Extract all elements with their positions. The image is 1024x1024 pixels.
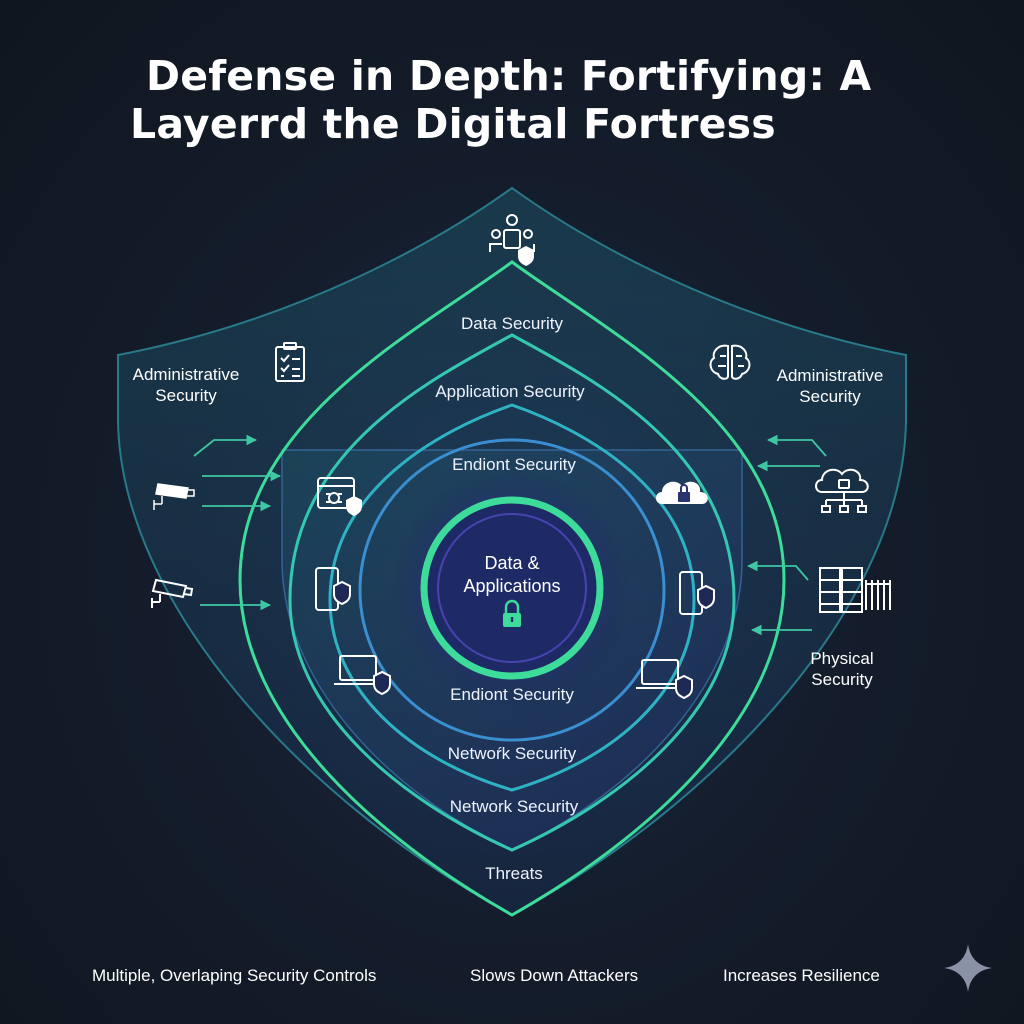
layer-label-endpoint-security-top: Endiont Security	[452, 455, 576, 474]
core-label-line-2: Applications	[463, 576, 561, 596]
layer-ring-4	[358, 438, 666, 742]
team-shield-icon	[489, 214, 535, 266]
core-label: Data & Applications	[432, 552, 592, 598]
layer-label-application-security: Application Security	[435, 382, 585, 401]
core-label-line-1: Data &	[484, 553, 540, 573]
cctv-camera-icon	[151, 578, 194, 608]
layer-label-network-security-1: Netwoŕk Security	[447, 744, 577, 763]
laptop-shield-icon	[636, 659, 693, 700]
sparkle-icon	[944, 944, 992, 992]
layer-label-data-security: Data Security	[460, 314, 564, 333]
right-arrows	[746, 434, 827, 636]
footer-item-overlapping-controls: Multiple, Overlaping Security Controls	[92, 966, 377, 985]
side-label-physical: Physical Security	[810, 649, 874, 689]
page-title-line-2: Layerrd the Digital Fortress	[130, 100, 776, 148]
core-ring	[420, 496, 604, 680]
brain-circuit-icon	[709, 344, 751, 380]
footer-item-slows-attackers: Slows Down Attackers	[470, 966, 639, 985]
mobile-shield-icon	[315, 567, 351, 611]
layer-label-threats: Threats	[485, 864, 543, 883]
layer-label-network-security-2: Network Security	[449, 797, 579, 816]
side-label-administrative-left: Administrative Security	[132, 365, 240, 405]
server-rack-icon	[819, 567, 891, 613]
cloud-lock-icon	[656, 481, 708, 504]
cctv-camera-icon	[153, 483, 195, 510]
left-arrows	[193, 434, 282, 611]
side-label-administrative-right: Administrative Security	[776, 366, 884, 406]
layer-ring-outer	[238, 260, 786, 917]
cloud-network-lock-icon	[815, 468, 869, 513]
layer-ring-2	[288, 333, 736, 852]
checklist-icon	[275, 342, 305, 382]
browser-bug-shield-icon	[317, 477, 362, 516]
mobile-shield-icon	[679, 571, 715, 615]
laptop-shield-icon	[334, 655, 391, 696]
footer-item-increases-resilience: Increases Resilience	[723, 966, 880, 985]
page-title-line-1: Defense in Depth: Fortifying: A	[146, 52, 872, 100]
padlock-icon	[503, 599, 521, 627]
layer-label-endpoint-security-bottom: Endiont Security	[450, 685, 574, 704]
